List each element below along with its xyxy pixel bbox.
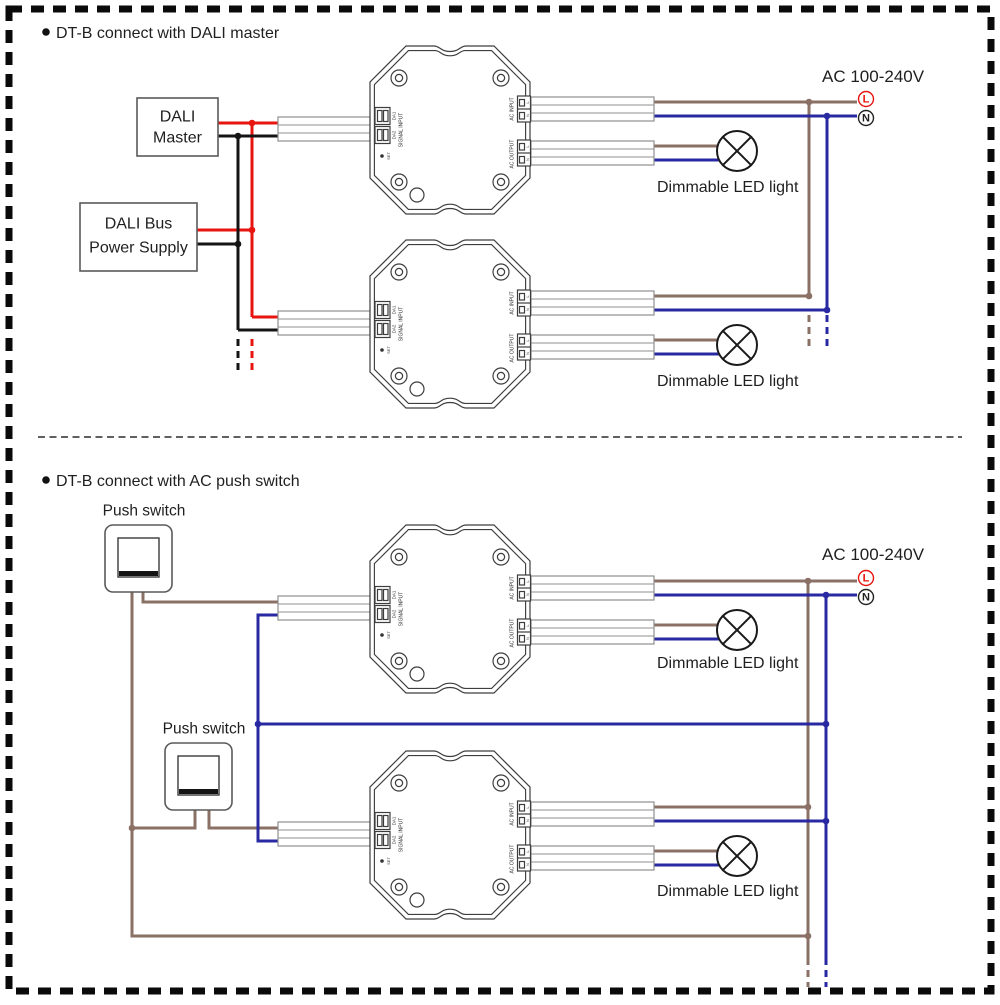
push-switch-rocker-bar xyxy=(179,789,218,794)
dali-bus-line1: DALI Bus xyxy=(105,216,173,233)
neutral-marker-icon xyxy=(857,588,875,606)
junction-dot xyxy=(248,226,256,234)
junction-dot xyxy=(234,132,242,140)
dali-dimmer-device-1 xyxy=(370,46,531,214)
wire-dali-positive-top xyxy=(197,121,278,319)
dali-master-line2: Master xyxy=(153,130,203,147)
junction-dot xyxy=(805,98,813,106)
junction-dot xyxy=(823,306,831,314)
live-marker-icon xyxy=(857,569,875,587)
push-switch-label-1: Push switch xyxy=(103,503,186,520)
wire-dali-negative-top xyxy=(197,134,278,332)
push-switch-label-2: Push switch xyxy=(163,721,246,738)
dali-bus-line2: Power Supply xyxy=(89,240,188,257)
dali-bus-power-supply-box xyxy=(79,202,198,272)
junction-dot xyxy=(823,112,831,120)
bullet-icon xyxy=(42,476,50,484)
live-marker-letter: L xyxy=(863,94,870,106)
junction-dot xyxy=(822,720,830,728)
lamp-label-1: Dimmable LED light xyxy=(657,179,799,196)
push-switch-rocker-bar xyxy=(119,571,158,576)
push-switch-button xyxy=(117,537,160,578)
push-switch-2 xyxy=(164,742,233,811)
section1-title: DT-B connect with DALI master xyxy=(56,25,280,42)
junction-dot xyxy=(822,817,830,825)
led-lamp-4 xyxy=(716,835,758,877)
dali-master-line1: DALI xyxy=(160,109,196,126)
wire-neutral-top xyxy=(654,114,857,356)
junction-dot xyxy=(254,720,262,728)
live-marker-icon xyxy=(857,90,875,108)
dali-master-box xyxy=(136,97,219,157)
dali-dimmer-device-3 xyxy=(370,525,531,693)
live-marker-letter: L xyxy=(863,573,870,585)
junction-dot xyxy=(804,803,812,811)
neutral-marker-letter: N xyxy=(862,113,870,125)
neutral-marker-icon xyxy=(857,109,875,127)
junction-dots-top xyxy=(234,98,831,314)
lamp-label-4: Dimmable LED light xyxy=(657,883,799,900)
dashed-page-border xyxy=(5,5,995,995)
dali-dimmer-device-4 xyxy=(370,751,531,919)
neutral-marker-letter: N xyxy=(862,592,870,604)
ac-voltage-label-top: AC 100-240V xyxy=(822,67,925,86)
junction-dot xyxy=(804,932,812,940)
lamp-label-3: Dimmable LED light xyxy=(657,655,799,672)
junction-dot xyxy=(822,591,830,599)
ac-voltage-label-bottom: AC 100-240V xyxy=(822,545,925,564)
lamp-label-2: Dimmable LED light xyxy=(657,373,799,390)
junction-dot xyxy=(805,292,813,300)
push-switch-button xyxy=(177,755,220,796)
wire-live-top xyxy=(654,100,857,342)
led-lamp-3 xyxy=(716,609,758,651)
junction-dots-bottom xyxy=(128,577,830,940)
section2-title: DT-B connect with AC push switch xyxy=(56,473,300,490)
wire-live-bottom xyxy=(130,579,857,965)
wire-neutral-bottom xyxy=(256,593,857,965)
push-switch-1 xyxy=(104,524,173,593)
junction-dot xyxy=(128,824,136,832)
junction-dot xyxy=(248,119,256,127)
junction-dot xyxy=(804,577,812,585)
dali-dimmer-device-2 xyxy=(370,240,531,408)
bullet-icon xyxy=(42,28,50,36)
led-lamp-1 xyxy=(716,130,758,172)
led-lamp-2 xyxy=(716,324,758,366)
junction-dot xyxy=(234,240,242,248)
